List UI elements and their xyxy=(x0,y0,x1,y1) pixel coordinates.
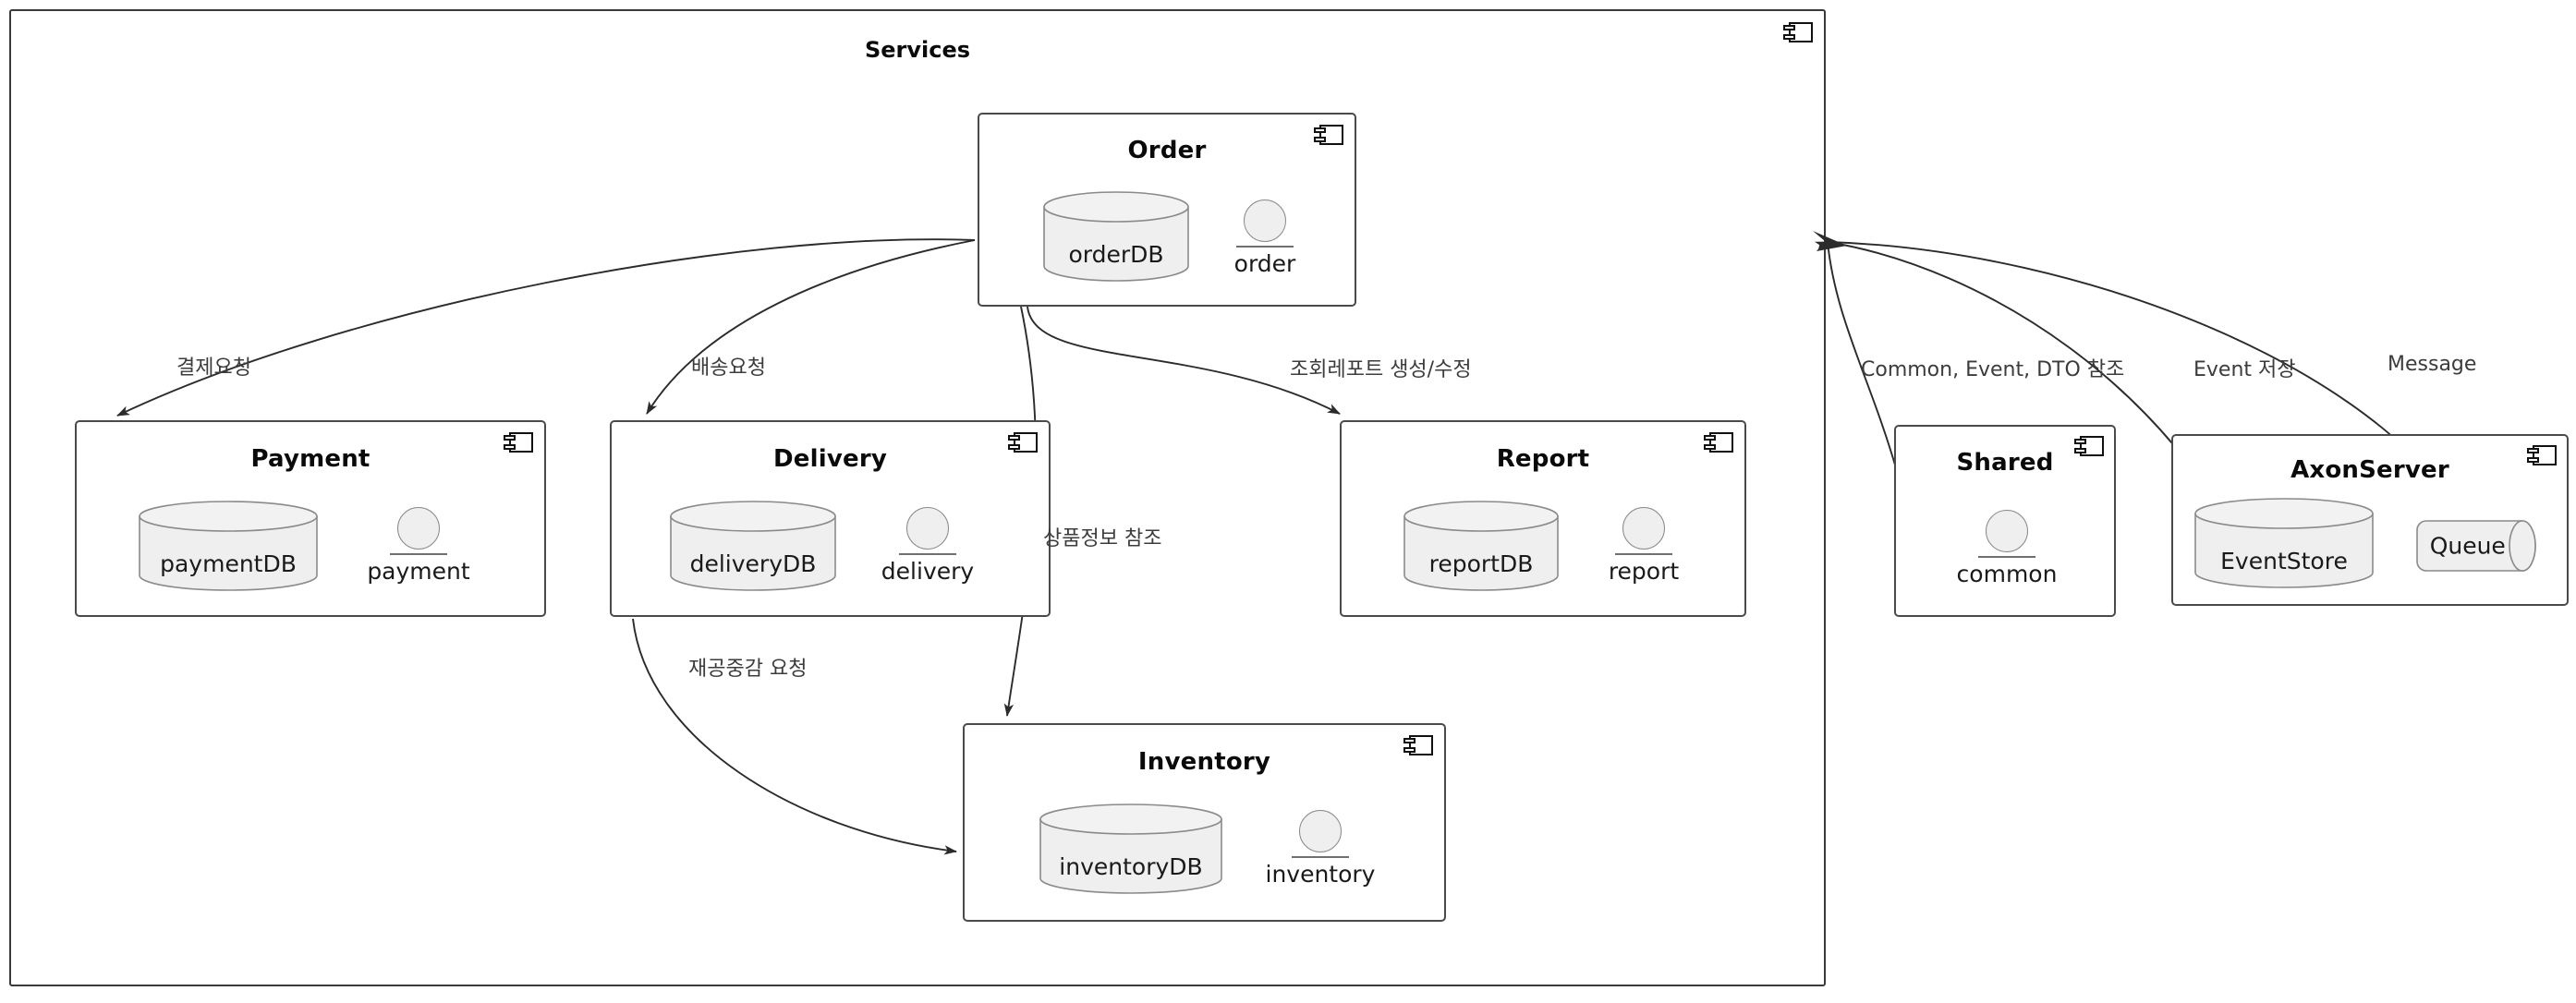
component-icon xyxy=(1783,22,1813,42)
interface-bar xyxy=(1978,556,2035,558)
component-payment-title: Payment xyxy=(250,445,371,473)
interface-inventory[interactable]: inventory xyxy=(1251,810,1390,888)
component-inventory-title: Inventory xyxy=(1137,748,1271,776)
interface-label: delivery xyxy=(881,558,975,585)
edge-label-order-to-inventory: 상품정보 참조 xyxy=(1043,527,1162,550)
interface-label: report xyxy=(1608,558,1680,585)
edge-label-delivery-to-inventory: 재공중감 요청 xyxy=(688,658,808,681)
component-axonserver[interactable]: AxonServer EventStore Queue xyxy=(2171,434,2569,606)
edge-label-services-to-queue: Message xyxy=(2388,353,2477,376)
interface-bar xyxy=(899,553,956,555)
component-icon xyxy=(1008,432,1038,453)
services-frame-title: Services xyxy=(864,37,971,63)
component-report[interactable]: Report reportDB report xyxy=(1340,420,1746,617)
component-shared[interactable]: Shared common xyxy=(1894,425,2116,617)
component-icon xyxy=(1403,735,1433,755)
interface-bar xyxy=(1615,553,1672,555)
database-label: EventStore xyxy=(2220,548,2348,574)
interface-bar xyxy=(1292,856,1349,858)
edge-label-order-to-delivery: 배송요청 xyxy=(691,356,766,380)
interface-ball xyxy=(1299,810,1342,852)
interface-delivery[interactable]: delivery xyxy=(863,507,992,585)
queue-Queue: Queue xyxy=(2415,519,2537,573)
interface-label: payment xyxy=(367,558,470,585)
interface-label: inventory xyxy=(1265,861,1376,888)
database-label: reportDB xyxy=(1428,550,1534,577)
interface-report[interactable]: report xyxy=(1584,507,1704,585)
database-paymentDB: paymentDB xyxy=(138,500,319,592)
component-delivery-title: Delivery xyxy=(773,445,887,473)
database-deliveryDB: deliveryDB xyxy=(669,500,837,592)
component-order-title: Order xyxy=(1127,137,1207,164)
component-payment[interactable]: Payment paymentDB payment xyxy=(75,420,546,617)
interface-common[interactable]: common xyxy=(1951,510,2062,587)
interface-ball xyxy=(1244,199,1286,242)
component-icon xyxy=(504,432,533,453)
component-icon xyxy=(2074,436,2104,456)
component-inventory[interactable]: Inventory inventoryDB inventory xyxy=(963,723,1446,922)
interface-ball xyxy=(906,507,949,550)
interface-ball xyxy=(397,507,440,550)
interface-ball xyxy=(1986,510,2028,552)
component-report-title: Report xyxy=(1496,445,1590,473)
edge-label-order-to-report: 조회레포트 생성/수정 xyxy=(1290,358,1472,381)
interface-order[interactable]: order xyxy=(1214,199,1316,277)
database-label: inventoryDB xyxy=(1059,853,1203,880)
interface-ball xyxy=(1622,507,1665,550)
interface-label: common xyxy=(1956,561,2058,587)
component-icon xyxy=(2527,445,2557,465)
component-axonserver-title: AxonServer xyxy=(2290,456,2449,484)
database-label: deliveryDB xyxy=(689,550,817,577)
component-icon xyxy=(1704,432,1733,453)
component-delivery[interactable]: Delivery deliveryDB delivery xyxy=(610,420,1051,617)
database-orderDB: orderDB xyxy=(1042,190,1190,283)
component-icon xyxy=(1314,125,1343,145)
edge-label-order-to-payment: 결제요청 xyxy=(176,356,251,380)
interface-bar xyxy=(1236,246,1294,248)
interface-label: order xyxy=(1233,250,1296,277)
queue-label: Queue xyxy=(2429,532,2506,560)
database-reportDB: reportDB xyxy=(1403,500,1560,592)
edge-label-services-to-eventstore: Event 저장 xyxy=(2193,358,2296,381)
database-label: orderDB xyxy=(1068,241,1164,268)
component-order[interactable]: Order orderDB order xyxy=(978,113,1356,307)
component-shared-title: Shared xyxy=(1956,449,2054,477)
interface-payment[interactable]: payment xyxy=(354,507,483,585)
database-label: paymentDB xyxy=(160,550,297,577)
database-inventoryDB: inventoryDB xyxy=(1039,803,1223,895)
edge-label-services-to-shared: Common, Event, DTO 참조 xyxy=(1861,358,2125,381)
interface-bar xyxy=(390,553,447,555)
database-EventStore: EventStore xyxy=(2193,497,2375,589)
